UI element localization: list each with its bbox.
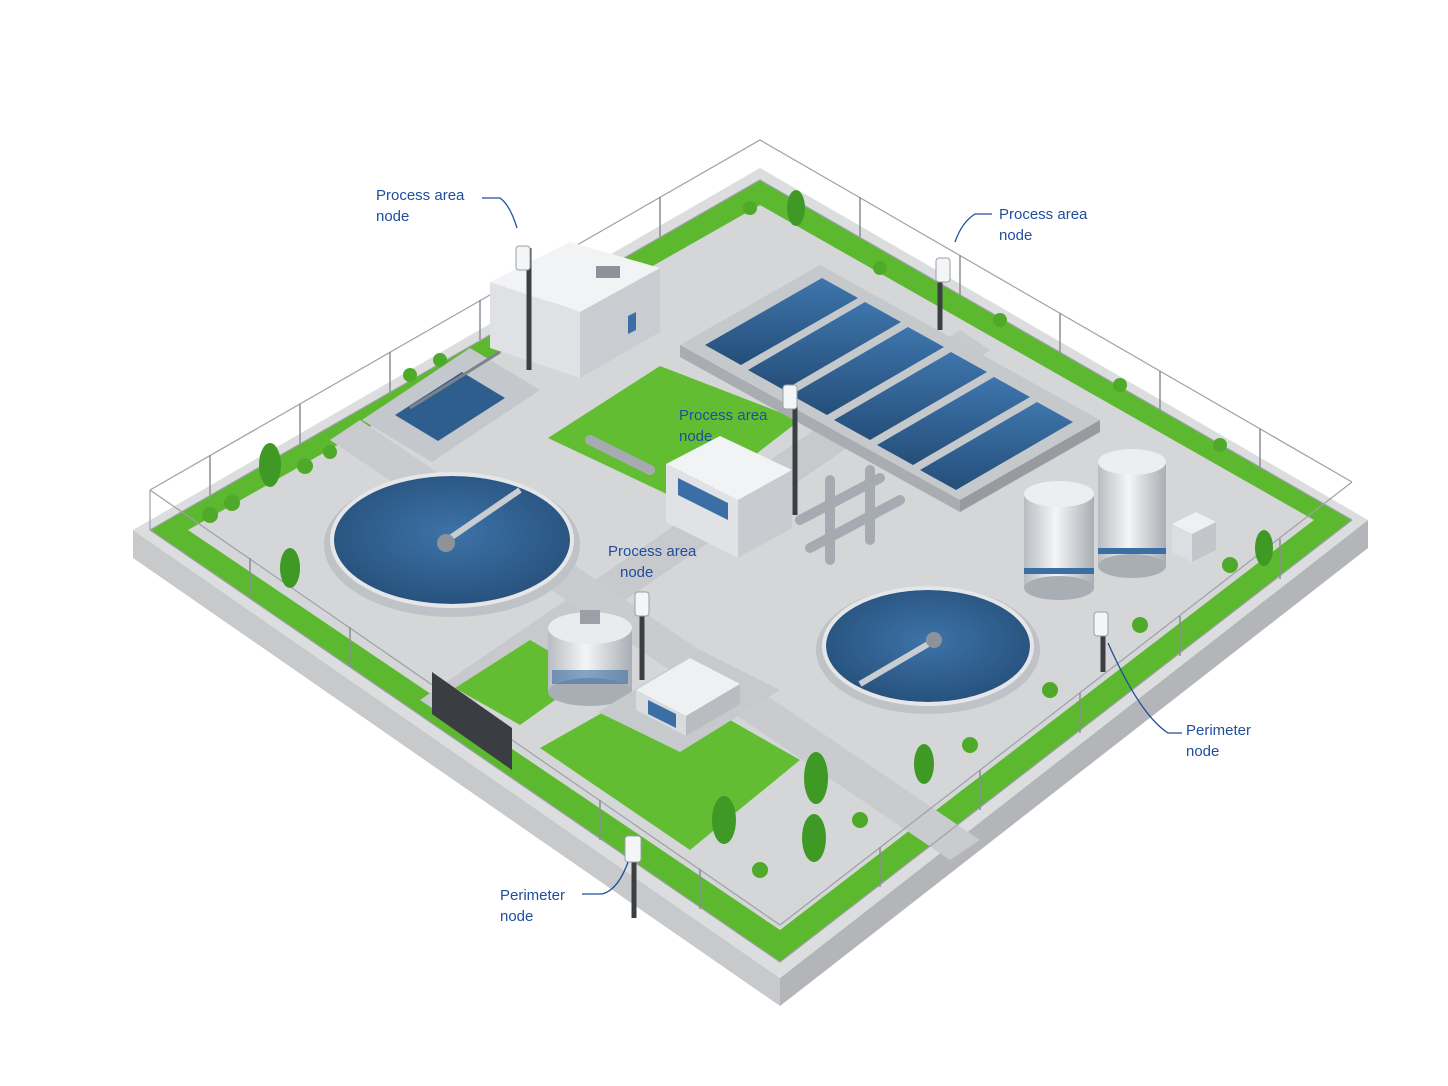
fence-posts: [209, 197, 1281, 909]
trees: [259, 190, 1273, 862]
process-node-4: [634, 591, 650, 680]
perimeter-node-2: [624, 835, 642, 918]
perimeter-node-1: [1093, 611, 1109, 672]
primary-clarifier: [324, 472, 580, 617]
leader-lines: [482, 197, 1182, 895]
perimeter-fence: [149, 139, 1353, 963]
process-node-3: [782, 384, 798, 515]
process-node-2: [935, 257, 951, 330]
secondary-clarifier: [816, 586, 1040, 714]
shrubs: [202, 201, 1238, 878]
screen-channel: [362, 348, 540, 462]
platform-right-face: [780, 520, 1368, 1006]
aeration-basins: [680, 265, 1100, 512]
platform-left-face: [133, 530, 780, 1006]
grass-patch-bottom: [540, 680, 800, 850]
grass-patch-center: [548, 366, 800, 505]
pump-building: [666, 436, 792, 558]
equipment-skid: [598, 650, 780, 752]
headworks-building: [490, 242, 660, 378]
process-node-1: [515, 245, 532, 370]
entrance-gate: [432, 672, 512, 770]
digester-tank: [548, 610, 632, 706]
piping-cluster: [585, 435, 905, 565]
storage-tanks: [1024, 449, 1216, 600]
